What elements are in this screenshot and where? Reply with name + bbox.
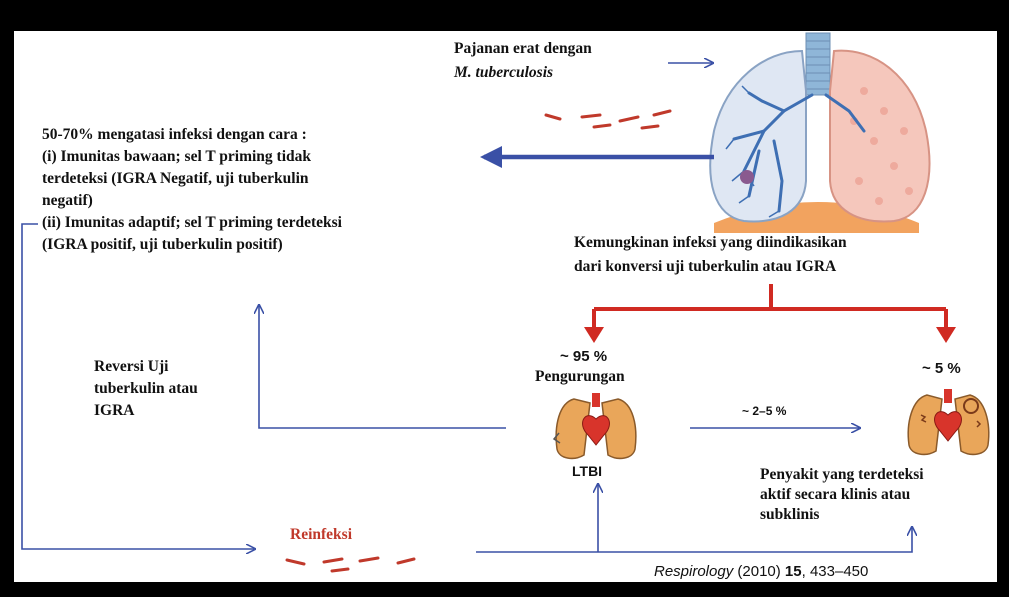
active-line3: subklinis bbox=[760, 505, 819, 525]
citation-pages: , 433–450 bbox=[802, 563, 869, 580]
citation-volume: 15 bbox=[785, 563, 802, 580]
citation-journal: Respirology bbox=[654, 563, 733, 580]
reinfection-label: Reinfeksi bbox=[290, 525, 352, 545]
containment-percent: ~ 95 % bbox=[560, 347, 607, 367]
diagram-canvas: Pajanan erat dengan M. tuberculosis 50-7… bbox=[14, 31, 997, 582]
bacilli-cluster-bottom bbox=[287, 558, 414, 571]
red-arrowhead-containment bbox=[584, 327, 604, 343]
arrow-reversion bbox=[259, 306, 506, 428]
exposure-line2: M. tuberculosis bbox=[454, 63, 553, 83]
reversion-line1: Reversi Uji bbox=[94, 357, 168, 377]
reversion-line2: tuberkulin atau bbox=[94, 379, 198, 399]
outcomes-line2: (i) Imunitas bawaan; sel T priming tidak bbox=[42, 147, 311, 167]
citation: Respirology (2010) 15, 433–450 bbox=[654, 562, 868, 582]
ltbi-label: LTBI bbox=[572, 461, 602, 481]
arrow-reinfection-to-active bbox=[476, 528, 912, 552]
infection-line1: Kemungkinan infeksi yang diindikasikan bbox=[574, 233, 847, 253]
progression-percent: ~ 2–5 % bbox=[742, 401, 786, 421]
outcomes-line4: negatif) bbox=[42, 191, 93, 211]
containment-label: Pengurungan bbox=[535, 367, 625, 387]
outcomes-line3: terdeteksi (IGRA Negatif, uji tuberkulin bbox=[42, 169, 309, 189]
active-percent: ~ 5 % bbox=[922, 359, 961, 379]
lungs-illustration bbox=[710, 33, 929, 233]
red-branch-arrows bbox=[594, 284, 946, 327]
outcomes-line5: (ii) Imunitas adaptif; sel T priming ter… bbox=[42, 213, 342, 233]
ltbi-lungs-icon bbox=[554, 393, 636, 458]
reversion-line3: IGRA bbox=[94, 401, 134, 421]
infection-line2: dari konversi uji tuberkulin atau IGRA bbox=[574, 257, 836, 277]
active-lungs-icon bbox=[908, 389, 989, 454]
outcomes-line1: 50-70% mengatasi infeksi dengan cara : bbox=[42, 125, 307, 145]
exposure-line1: Pajanan erat dengan bbox=[454, 39, 592, 59]
active-line2: aktif secara klinis atau bbox=[760, 485, 910, 505]
bacilli-cluster-top bbox=[546, 111, 670, 128]
active-line1: Penyakit yang terdeteksi bbox=[760, 465, 924, 485]
red-arrowhead-active bbox=[936, 327, 956, 343]
outcomes-line6: (IGRA positif, uji tuberkulin positif) bbox=[42, 235, 283, 255]
citation-year: (2010) bbox=[737, 563, 780, 580]
